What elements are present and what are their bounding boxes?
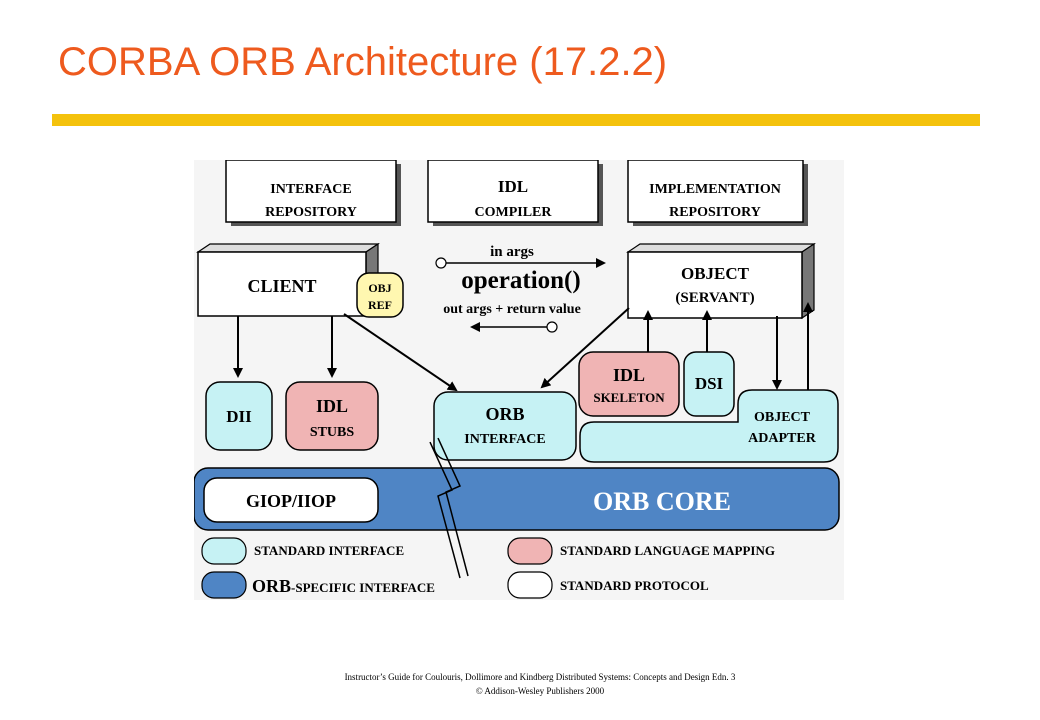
idl-skeleton-label-2: SKELETON <box>593 390 665 405</box>
in-args-label: in args <box>490 244 534 260</box>
obj-ref-label-2: REF <box>368 298 392 312</box>
implementation-repository-box: IMPLEMENTATION REPOSITORY <box>627 160 808 226</box>
giop-iiop-label: GIOP/IIOP <box>246 491 336 511</box>
legend-swatch-standard-interface <box>201 537 247 565</box>
legend: STANDARD INTERFACE STANDARD LANGUAGE MAP… <box>201 537 775 599</box>
legend-orb-prefix: ORB <box>252 576 291 596</box>
implementation-repository-label-1: IMPLEMENTATION <box>649 182 781 197</box>
legend-swatch-language-mapping <box>507 537 553 565</box>
idl-compiler-label-1: IDL <box>498 177 528 196</box>
orb-core-break-line-2 <box>437 437 469 577</box>
interface-repository-label-2: REPOSITORY <box>265 205 357 220</box>
client-box: CLIENT <box>196 242 380 318</box>
legend-orb-suffix: -SPECIFIC INTERFACE <box>291 580 435 595</box>
corba-architecture-diagram: INTERFACE REPOSITORY IDL COMPILER IMPLEM… <box>194 160 844 600</box>
idl-skeleton-label-1: IDL <box>613 365 645 385</box>
orb-core-label: ORB CORE <box>593 487 731 516</box>
footer-copyright: © Addison-Wesley Publishers 2000 <box>475 686 605 696</box>
interface-repository-box: INTERFACE REPOSITORY <box>225 160 401 226</box>
object-servant-box: OBJECT (SERVANT) <box>626 242 816 320</box>
dii-label: DII <box>226 407 252 426</box>
diagram-canvas: INTERFACE REPOSITORY IDL COMPILER IMPLEM… <box>194 160 840 599</box>
implementation-repository-label-2: REPOSITORY <box>669 205 761 220</box>
client-label: CLIENT <box>247 276 316 296</box>
legend-standard-protocol: STANDARD PROTOCOL <box>560 578 709 593</box>
obj-ref-box: OBJ REF <box>356 272 404 318</box>
object-to-orb-interface-arrow <box>540 307 630 389</box>
legend-standard-language-mapping: STANDARD LANGUAGE MAPPING <box>560 543 775 558</box>
idl-skeleton-box: IDL SKELETON <box>578 351 680 417</box>
object-adapter-label-2: ADAPTER <box>748 431 817 446</box>
legend-standard-interface: STANDARD INTERFACE <box>254 543 404 558</box>
legend-swatch-orb-specific <box>201 571 247 599</box>
legend-orb-specific-interface: ORB-SPECIFIC INTERFACE <box>252 576 435 596</box>
title-underline <box>52 114 980 126</box>
orb-core-bar: GIOP/IIOP ORB CORE <box>194 467 840 531</box>
orb-core-break-line-1 <box>429 441 461 579</box>
idl-compiler-box: IDL COMPILER <box>427 160 603 226</box>
orb-interface-label-1: ORB <box>485 404 524 424</box>
operation-invocation: in args operation() out args + return va… <box>435 244 606 333</box>
footer-citation: Instructor’s Guide for Coulouris, Dollim… <box>344 672 736 682</box>
dii-box: DII <box>205 381 273 451</box>
obj-ref-label-1: OBJ <box>368 281 391 295</box>
out-args-label: out args + return value <box>443 302 581 317</box>
servant-label: (SERVANT) <box>675 290 754 306</box>
operation-label: operation() <box>461 267 580 294</box>
object-adapter-box: OBJECT ADAPTER <box>579 389 839 463</box>
idl-stubs-label-2: STUBS <box>310 425 355 440</box>
slide-title: CORBA ORB Architecture (17.2.2) <box>58 40 668 84</box>
giop-iiop-box <box>203 477 379 523</box>
client-to-orb-interface-arrow <box>343 313 458 392</box>
interface-repository-label-1: INTERFACE <box>270 182 351 197</box>
orb-interface-label-2: INTERFACE <box>464 432 545 447</box>
idl-stubs-label-1: IDL <box>316 396 348 416</box>
idl-stubs-box: IDL STUBS <box>285 381 379 451</box>
legend-swatch-protocol <box>507 571 553 599</box>
idl-compiler-label-2: COMPILER <box>475 205 553 220</box>
dsi-box: DSI <box>683 351 735 417</box>
orb-interface-box: ORB INTERFACE <box>433 391 577 461</box>
object-label: OBJECT <box>681 264 750 283</box>
dsi-label: DSI <box>695 374 724 393</box>
object-adapter-label-1: OBJECT <box>754 410 811 425</box>
